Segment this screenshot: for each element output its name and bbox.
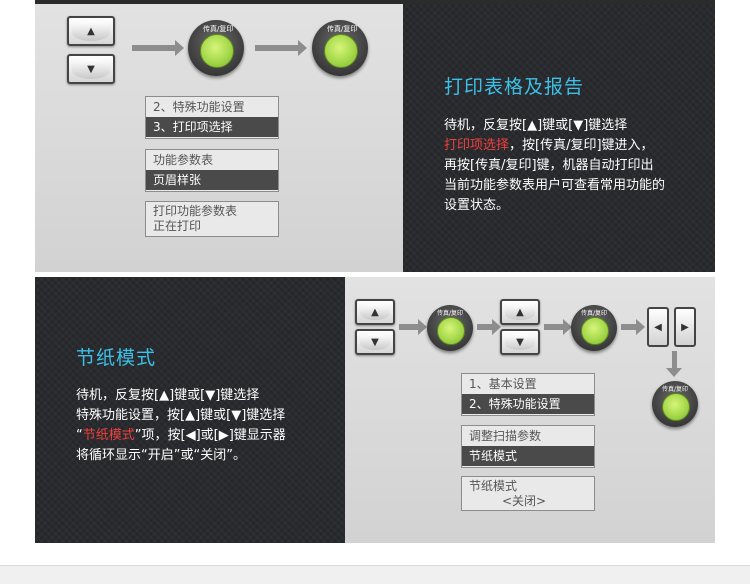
lcd-menu-main: 1、基本设置 2、特殊功能设置 xyxy=(461,373,595,416)
down-key-icon: ▼ xyxy=(67,54,115,84)
down-key-icon: ▼ xyxy=(500,329,540,355)
fax-copy-button-icon: 传真/复印 xyxy=(188,20,244,76)
paper-saving-diagram-panel: ▲ ▼ 传真/复印 ▲ ▼ 传真/复印 ◀ ▶ 传真/复印 1、基本设置 2、特… xyxy=(345,277,715,543)
section-description: 待机，反复按[▲]键或[▼]键选择 特殊功能设置，按[▲]键或[▼]键选择 “节… xyxy=(76,388,286,463)
lcd-menu-main: 2、特殊功能设置 3、打印项选择 xyxy=(145,96,279,139)
fax-copy-button-label: 传真/复印 xyxy=(581,310,608,317)
paper-saving-text-panel: 节纸模式 待机，反复按[▲]键或[▼]键选择 特殊功能设置，按[▲]键或[▼]键… xyxy=(35,277,345,543)
section-description: 待机，反复按[▲]键或[▼]键选择 打印项选择，按[传真/复印]键进入， 再按[… xyxy=(444,118,666,213)
print-report-text-panel: 打印表格及报告 待机，反复按[▲]键或[▼]键选择 打印项选择，按[传真/复印]… xyxy=(403,4,715,272)
arrow-down-icon xyxy=(666,351,682,377)
lcd-row: 2、特殊功能设置 xyxy=(153,100,245,114)
down-key-icon: ▼ xyxy=(355,329,395,355)
up-key-icon: ▲ xyxy=(500,299,540,325)
section-title: 打印表格及报告 xyxy=(444,76,585,98)
lcd-status: 节纸模式 <关闭> xyxy=(461,476,595,511)
fax-copy-button-label: 传真/复印 xyxy=(662,386,689,393)
fax-copy-button-icon: 传真/复印 xyxy=(652,381,698,427)
section-title: 节纸模式 xyxy=(76,347,157,369)
up-key-icon: ▲ xyxy=(355,299,395,325)
lcd-menu-print: 功能参数表 页眉样张 xyxy=(145,149,279,192)
fax-copy-button-label: 传真/复印 xyxy=(203,25,234,33)
lcd-row: 节纸模式 xyxy=(469,479,518,493)
right-key-icon: ▶ xyxy=(674,307,696,347)
lcd-row-selected: 2、特殊功能设置 xyxy=(462,394,594,414)
lcd-row: 功能参数表 xyxy=(153,153,214,167)
fax-copy-button-icon: 传真/复印 xyxy=(427,305,473,351)
lcd-menu-special: 调整扫描参数 节纸模式 xyxy=(461,425,595,468)
lcd-row-selected: 节纸模式 xyxy=(462,446,594,466)
lcd-row-selected: 3、打印项选择 xyxy=(146,117,278,137)
lcd-row: 正在打印 xyxy=(153,219,202,233)
highlight-text: 打印项选择 xyxy=(444,138,510,153)
up-key-icon: ▲ xyxy=(67,16,115,46)
print-report-diagram-panel: ▲ ▼ 传真/复印 传真/复印 2、特殊功能设置 3、打印项选择 功能参数表 页… xyxy=(35,4,403,272)
lcd-row-selected: 页眉样张 xyxy=(146,170,278,190)
lcd-row: 调整扫描参数 xyxy=(469,429,542,443)
bottom-divider xyxy=(0,565,750,584)
highlight-text: 节纸模式 xyxy=(82,428,135,443)
arrow-icon xyxy=(132,40,184,56)
arrow-icon xyxy=(621,319,645,335)
arrow-icon xyxy=(399,319,427,335)
fax-copy-button-label: 传真/复印 xyxy=(437,310,464,317)
left-key-icon: ◀ xyxy=(647,307,669,347)
fax-copy-button-icon: 传真/复印 xyxy=(312,20,368,76)
arrow-icon xyxy=(255,40,307,56)
fax-copy-button-label: 传真/复印 xyxy=(327,25,358,33)
arrow-icon xyxy=(544,319,572,335)
lcd-status: 打印功能参数表 正在打印 xyxy=(145,201,279,237)
lcd-row: 打印功能参数表 xyxy=(153,204,238,218)
fax-copy-button-icon: 传真/复印 xyxy=(571,305,617,351)
arrow-icon xyxy=(477,319,501,335)
lcd-row: 1、基本设置 xyxy=(469,377,537,391)
top-strip xyxy=(35,0,715,4)
lcd-row: <关闭> xyxy=(502,494,547,508)
